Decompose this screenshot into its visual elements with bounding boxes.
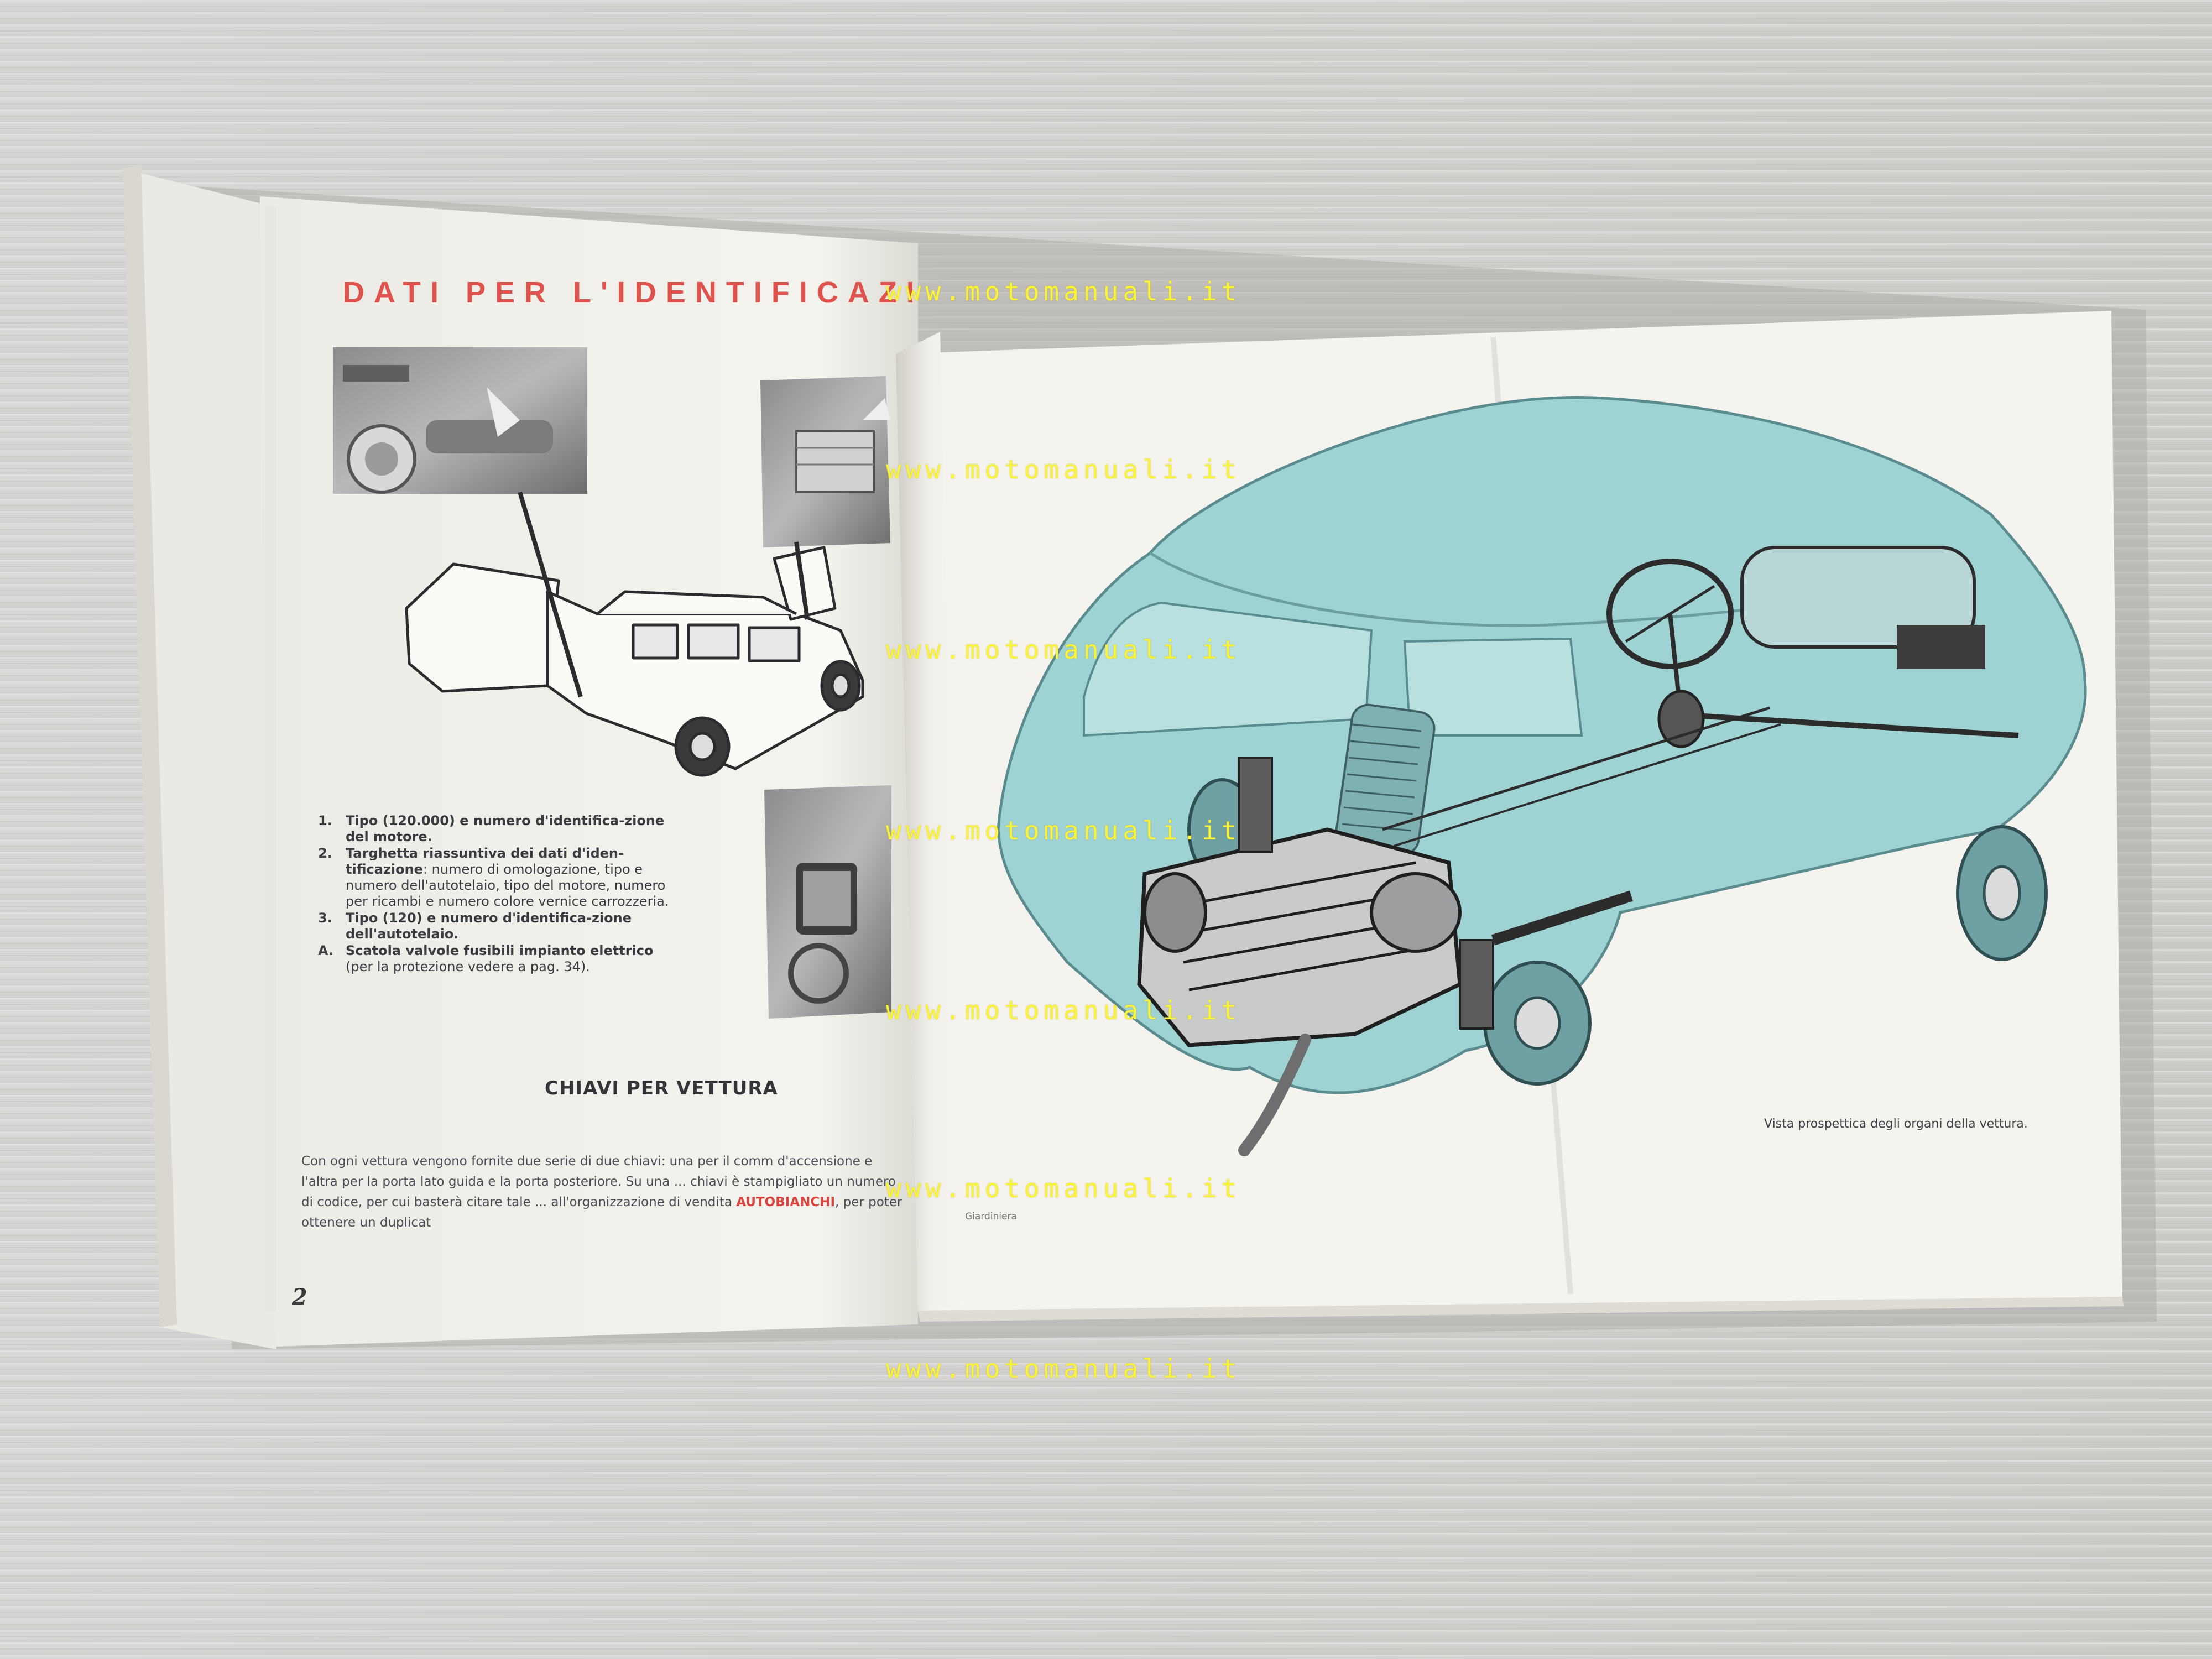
page-heading: DATI PER L'IDENTIFICAZIO [343,276,912,309]
page-number: 2 [292,1284,307,1310]
brand-name: AUTOBIANCHI [736,1195,836,1209]
section-subheading: CHIAVI PER VETTURA [545,1077,778,1099]
caption-item-3: 3. Tipo (120) e numero d'identifica-zion… [318,910,632,942]
watermark: www.motomanuali.it [886,1173,1241,1203]
center-page-footer: Giardiniera [965,1211,1017,1222]
caption-item-1: 1. Tipo (120.000) e numero d'identifica-… [318,813,665,844]
book-gutter [896,332,962,1311]
watermark: www.motomanuali.it [886,995,1241,1025]
caption-item-a: A. Scatola valvole fusibili impianto ele… [318,943,654,974]
engine-photo-top [333,347,587,494]
caption-list: 1. Tipo (120.000) e numero d'identifica-… [318,813,683,975]
plate-photo [760,376,890,547]
watermark: www.motomanuali.it [886,455,1241,484]
watermark: www.motomanuali.it [886,276,1241,306]
caption-item-2: 2. Targhetta riassuntiva dei dati d'iden… [318,846,669,909]
watermark: www.motomanuali.it [886,816,1241,846]
watermark: www.motomanuali.it [886,1354,1241,1384]
illustration-caption: Vista prospettica degli organi della vet… [1764,1117,2028,1131]
watermark: www.motomanuali.it [886,635,1241,665]
fuse-box-photo [764,785,891,1019]
car-line-drawing-left [405,491,864,777]
keys-paragraph: Con ogni vettura vengono fornite due ser… [301,1154,902,1230]
car-cutaway-illustration [997,396,2087,1156]
